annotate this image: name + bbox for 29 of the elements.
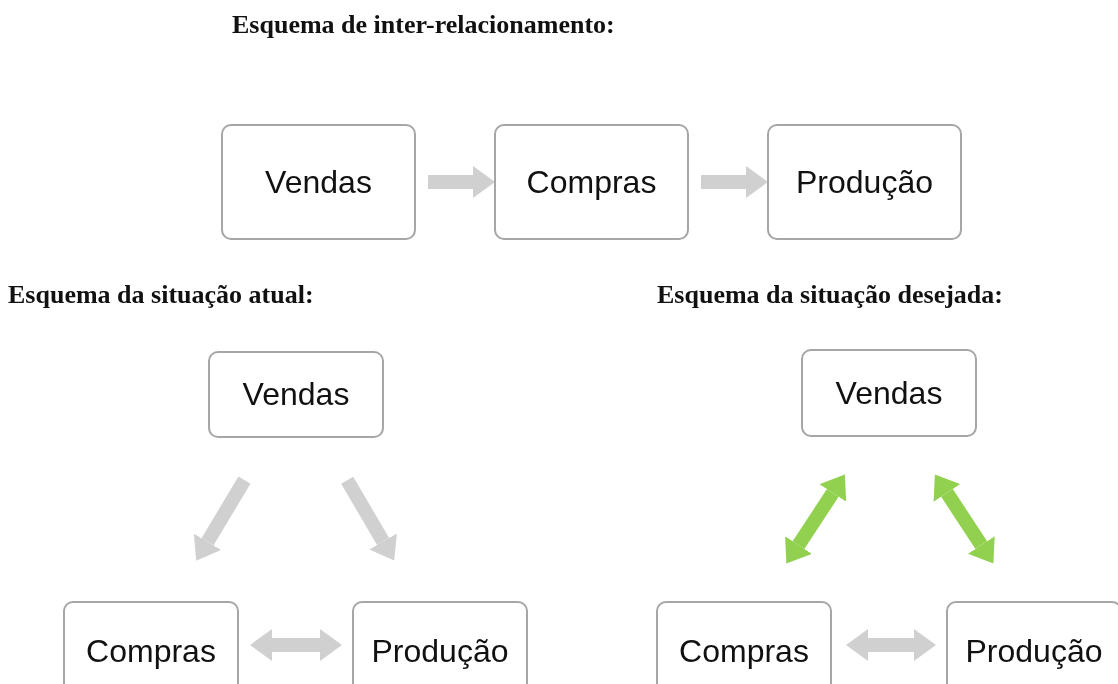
box-label: Compras (86, 632, 216, 670)
process-box (494, 124, 689, 240)
diagram-title: Esquema de inter-relacionamento: (232, 10, 615, 40)
box-label: Produção (965, 632, 1103, 670)
box-label: Produção (371, 632, 509, 670)
block-arrow (193, 476, 251, 561)
box-label: Vendas (242, 376, 350, 413)
block-arrow (250, 629, 342, 661)
box-label: Vendas (835, 374, 943, 412)
block-arrow (785, 474, 847, 564)
block-arrow (341, 476, 397, 561)
section-heading: Esquema da situação atual: (8, 280, 314, 310)
box-label: Compras (526, 163, 657, 201)
process-box (656, 601, 832, 684)
block-arrow (933, 474, 995, 564)
process-box (946, 601, 1118, 684)
section-heading: Esquema da situação desejada: (657, 280, 1003, 310)
box-label: Vendas (265, 163, 372, 201)
block-arrow (846, 629, 936, 661)
process-box (801, 349, 977, 437)
process-box (352, 601, 528, 684)
box-label: Produção (796, 163, 933, 201)
block-arrow (701, 166, 768, 198)
box-label: Compras (679, 632, 809, 670)
process-box (221, 124, 416, 240)
process-box (63, 601, 239, 684)
process-box (208, 351, 384, 438)
process-box (767, 124, 962, 240)
block-arrow (428, 166, 495, 198)
